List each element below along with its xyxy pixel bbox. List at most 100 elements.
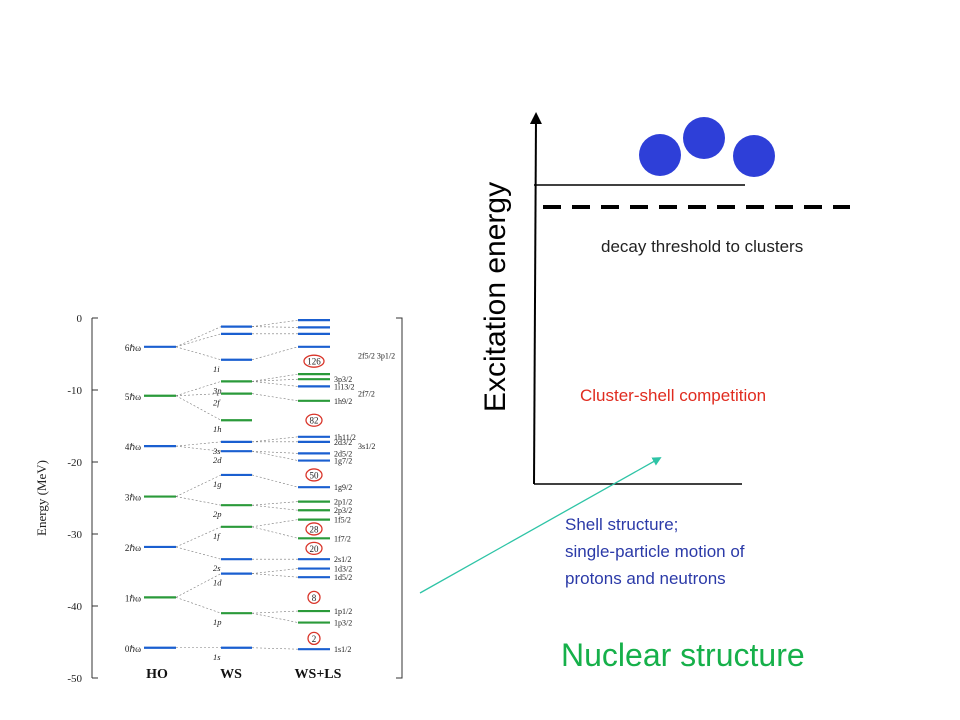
wsls-extra-label: 2f5/2 3p1/2 — [358, 351, 395, 360]
connector-line — [251, 381, 299, 387]
connector-line — [175, 326, 222, 348]
connector-line — [251, 436, 299, 443]
ws-level-label: 1p — [213, 617, 222, 627]
energy-tick-label: -40 — [67, 601, 82, 613]
wsls-level-label: 1f5/2 — [334, 516, 351, 525]
connector-line — [251, 474, 299, 488]
connector-line — [175, 395, 222, 421]
ws-level-label: 1h — [213, 424, 222, 434]
cluster-dot — [733, 135, 775, 177]
energy-tick-label: -30 — [67, 529, 82, 541]
wsls-extra-label: 2f7/2 — [358, 390, 375, 399]
wsls-level-label: 1s1/2 — [334, 645, 351, 654]
connection-arrow — [419, 457, 662, 594]
wsls-level-label: 1p3/2 — [334, 619, 352, 628]
nuclear-structure-title: Nuclear structure — [561, 637, 805, 673]
right-bracket — [396, 317, 403, 679]
ho-level-label: 5ℏω — [125, 392, 141, 402]
ws-level-label: 2s — [213, 563, 221, 573]
connector-line — [251, 378, 299, 382]
wsls-level-label: 1g7/2 — [334, 457, 352, 466]
magic-number-label: 28 — [310, 524, 320, 534]
magic-number-label: 82 — [310, 416, 319, 426]
column-header: WS+LS — [295, 667, 342, 682]
connector-line — [251, 450, 299, 454]
wsls-level-label: 1h11/2 — [334, 433, 356, 442]
connector-line — [251, 610, 299, 614]
excitation-axes — [529, 112, 850, 485]
wsls-level-label: 3p3/2 — [334, 375, 352, 384]
wsls-level-label: 2p1/2 — [334, 498, 352, 507]
energy-tick-label: -10 — [67, 385, 82, 397]
wsls-level-label: 1f7/2 — [334, 534, 351, 543]
connector-line — [175, 346, 222, 361]
cluster-dot — [683, 117, 725, 159]
ho-level-label: 0ℏω — [125, 644, 141, 654]
ws-level-label: 1s — [213, 652, 221, 662]
energy-tick-label: -50 — [67, 673, 82, 685]
cluster-dots — [639, 117, 775, 177]
magic-number-label: 2 — [312, 634, 317, 644]
connector-line — [251, 373, 299, 382]
connector-line — [175, 445, 222, 452]
wsls-level-label: 1p1/2 — [334, 607, 352, 616]
y-axis-line — [529, 112, 542, 485]
ws-level-label: 2p — [213, 509, 222, 519]
magic-number-label: 8 — [312, 593, 317, 603]
connector-line — [175, 597, 222, 614]
energy-tick-label: -20 — [67, 457, 82, 469]
connector-line — [251, 504, 299, 511]
wsls-level-label: 2p3/2 — [334, 506, 352, 515]
ws-level-label: 3p — [212, 385, 222, 395]
connector-line — [175, 496, 222, 506]
cluster-shell-competition-label: Cluster-shell competition — [580, 386, 766, 405]
connector-line — [251, 450, 299, 461]
y-axis-label: Excitation energy — [479, 182, 512, 412]
connector-line — [175, 393, 222, 397]
connector-line — [251, 326, 299, 328]
decay-threshold-label: decay threshold to clusters — [601, 237, 803, 256]
wsls-level-label: 1h9/2 — [334, 397, 352, 406]
wsls-level-label: 1g9/2 — [334, 483, 352, 492]
connector-line — [175, 526, 222, 548]
ws-level-label: 1g — [213, 479, 222, 489]
ws-level-label: 1f — [213, 531, 221, 541]
connector-line — [251, 319, 299, 327]
magic-number-label: 20 — [310, 544, 320, 554]
ho-level-label: 2ℏω — [125, 543, 141, 553]
ws-level-label: 1d — [213, 578, 222, 588]
connector-line — [251, 346, 299, 361]
connector-line — [175, 474, 222, 497]
column-header: WS — [220, 667, 242, 682]
wsls-extra-label: 3s1/2 — [358, 442, 375, 451]
wsls-level-label: 2s1/2 — [334, 555, 351, 564]
ws-level-label: 2f — [213, 398, 221, 408]
magic-number-circle — [307, 590, 321, 605]
connector-line — [251, 568, 299, 574]
shell-structure-line-1: Shell structure; — [565, 515, 678, 534]
magic-number-label: 50 — [310, 470, 320, 480]
ho-level-label: 4ℏω — [125, 442, 141, 452]
energy-tick-label: 0 — [77, 313, 83, 325]
wsls-level-label: 2d3/2 — [334, 438, 352, 447]
wsls-level-label: 1d3/2 — [334, 565, 352, 574]
magic-number-circle — [305, 522, 323, 536]
wsls-level-label: 1i13/2 — [334, 382, 354, 391]
connector-line — [175, 441, 222, 447]
connector-line — [175, 333, 222, 348]
connector-line — [175, 573, 222, 598]
ws-level-label: 3s — [212, 446, 221, 456]
connector-line — [175, 546, 222, 560]
column-header: HO — [146, 667, 168, 682]
connector-line — [251, 612, 299, 623]
magic-number-circle — [303, 354, 325, 368]
ho-level-label: 3ℏω — [125, 493, 141, 503]
wsls-level-label: 1d5/2 — [334, 573, 352, 582]
shell-structure-line-3: protons and neutrons — [565, 569, 726, 588]
magic-number-circle — [305, 468, 323, 482]
magic-number-label: 126 — [307, 357, 321, 367]
ws-level-label: 2d — [213, 455, 222, 465]
connector-line — [251, 573, 299, 578]
